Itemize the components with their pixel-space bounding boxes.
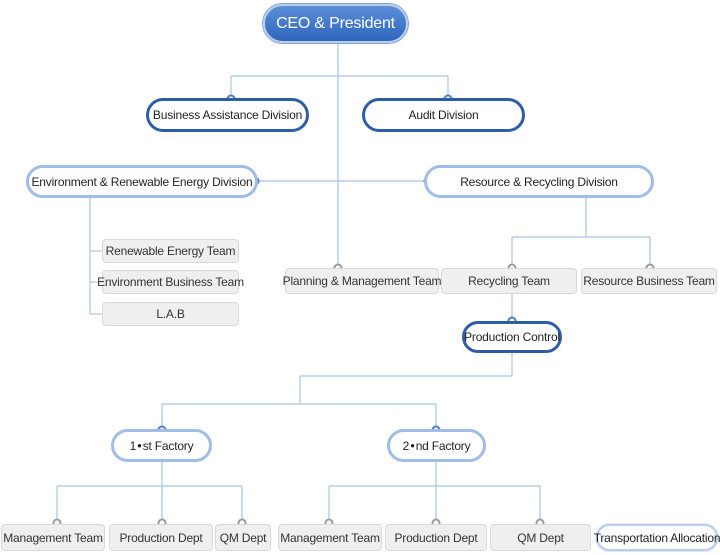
planning-management-team-node: Planning & Management Team [282, 268, 442, 294]
audit-division-label: Audit Division [408, 108, 479, 122]
factory1-management-team-node: Management Team [1, 524, 105, 551]
lab-label: L.A.B [156, 307, 185, 321]
resource-business-team-node: Resource Business Team [581, 268, 717, 294]
renewable-energy-team-node: Renewable Energy Team [102, 239, 239, 263]
factory2-qm-dept-node: QM Dept [490, 524, 591, 551]
factory1-management-team-label: Management Team [3, 530, 103, 545]
planning-management-team-label: Planning & Management Team [282, 274, 442, 288]
renewable-energy-team-label: Renewable Energy Team [105, 244, 236, 258]
business-assistance-division-label: Business Assistance Division [152, 108, 303, 122]
ceo-president-node: CEO & President [263, 4, 408, 43]
environment-renewable-division-node: Environment & Renewable Energy Division [26, 165, 258, 198]
transportation-allocation-label: Transportation Allocation [593, 530, 720, 545]
first-factory-node: 1●st Factory [111, 429, 212, 462]
second-factory-label: nd Factory [415, 438, 471, 453]
factory1-qm-dept-label: QM Dept [219, 530, 267, 545]
ceo-president-label: CEO & President [276, 14, 395, 32]
business-assistance-division-node: Business Assistance Division [146, 98, 309, 132]
transportation-allocation-node: Transportation Allocation [593, 524, 720, 551]
production-control-label: Production Control [464, 330, 560, 344]
recycling-team-node: Recycling Team [441, 268, 577, 294]
factory1-qm-dept-node: QM Dept [215, 524, 271, 551]
environment-business-team-label: Environment Business Team [97, 275, 244, 289]
factory2-qm-dept-label: QM Dept [517, 530, 564, 545]
production-control-node: Production Control [462, 321, 562, 353]
factory2-management-team-label: Management Team [280, 530, 380, 545]
factory1-production-dept-node: Production Dept [109, 524, 213, 551]
lab-node: L.A.B [102, 302, 239, 326]
resource-business-team-label: Resource Business Team [583, 274, 715, 288]
factory1-production-dept-label: Production Dept [119, 530, 203, 545]
resource-recycling-division-node: Resource & Recycling Division [424, 165, 654, 198]
factory2-production-dept-node: Production Dept [385, 524, 487, 551]
factory2-management-team-node: Management Team [278, 524, 382, 551]
second-factory-node: 2●nd Factory [387, 429, 486, 462]
first-factory-number: 1 [129, 438, 137, 453]
environment-business-team-node: Environment Business Team [97, 270, 244, 294]
second-factory-number: 2 [402, 438, 410, 453]
audit-division-node: Audit Division [362, 98, 525, 132]
first-factory-label: st Factory [142, 438, 194, 453]
environment-renewable-division-label: Environment & Renewable Energy Division [31, 174, 253, 189]
resource-recycling-division-label: Resource & Recycling Division [460, 174, 618, 189]
factory2-production-dept-label: Production Dept [394, 530, 478, 545]
ordinal-mark-icon: ● [410, 441, 415, 450]
recycling-team-label: Recycling Team [468, 274, 550, 288]
ordinal-mark-icon: ● [137, 441, 142, 450]
